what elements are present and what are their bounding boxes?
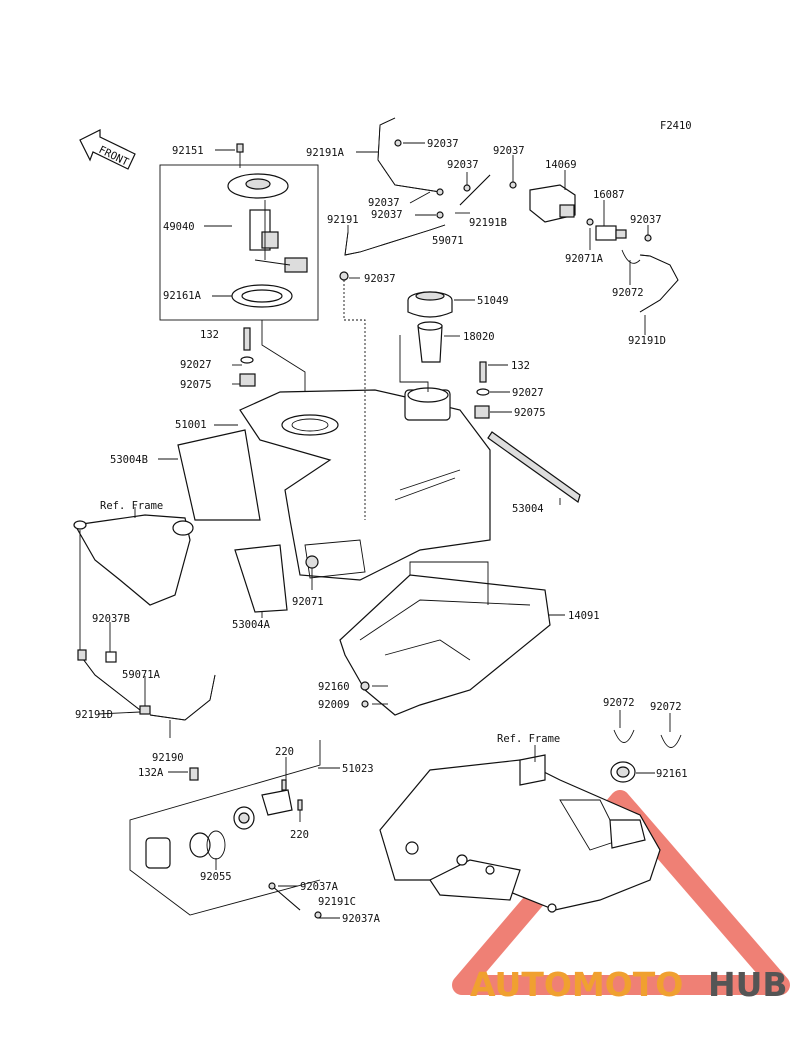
label-92072-top: 92072 bbox=[612, 287, 644, 299]
part-labels: 92151 49040 92161A 132 92027 92075 51001… bbox=[75, 138, 688, 925]
label-92009: 92009 bbox=[318, 699, 350, 711]
label-132-left: 132 bbox=[200, 329, 219, 341]
label-92071a: 92071A bbox=[565, 253, 604, 265]
label-92151: 92151 bbox=[172, 145, 204, 157]
label-92027-right: 92027 bbox=[512, 387, 544, 399]
label-92191d-top: 92191D bbox=[628, 335, 666, 347]
label-92037-d: 92037 bbox=[368, 197, 400, 209]
label-92037-e: 92037 bbox=[371, 209, 403, 221]
label-49040: 49040 bbox=[163, 221, 195, 233]
label-53004: 53004 bbox=[512, 503, 544, 515]
label-92037b: 92037B bbox=[92, 613, 130, 625]
side-panel-53004b bbox=[177, 429, 261, 521]
frame-left bbox=[73, 514, 194, 652]
label-51049: 51049 bbox=[477, 295, 509, 307]
label-92161a: 92161A bbox=[163, 290, 202, 302]
watermark-text-2: HUB bbox=[708, 965, 788, 1004]
label-51001: 51001 bbox=[175, 419, 207, 431]
label-92161: 92161 bbox=[656, 768, 688, 780]
label-51023: 51023 bbox=[342, 763, 374, 775]
label-132-right: 132 bbox=[511, 360, 530, 372]
label-92037a-top: 92037A bbox=[300, 881, 339, 893]
diagram-code: F2410 bbox=[660, 120, 692, 132]
label-92037-f: 92037 bbox=[630, 214, 662, 226]
label-92027-left: 92027 bbox=[180, 359, 212, 371]
fuel-pump-group bbox=[159, 143, 319, 321]
label-53004b: 53004B bbox=[110, 454, 148, 466]
label-92075-right: 92075 bbox=[514, 407, 546, 419]
label-92191a: 92191A bbox=[306, 147, 345, 159]
label-92191: 92191 bbox=[327, 214, 359, 226]
filter-18020 bbox=[417, 321, 443, 363]
label-92037-g: 92037 bbox=[364, 273, 396, 285]
label-92037-a: 92037 bbox=[427, 138, 459, 150]
label-53004a: 53004A bbox=[232, 619, 271, 631]
ref-frame-right: Ref. Frame bbox=[497, 733, 560, 745]
watermark-logo: AUTOMOTO HUB bbox=[470, 965, 788, 1004]
strip-53004 bbox=[487, 431, 581, 503]
label-92072-b: 92072 bbox=[650, 701, 682, 713]
label-59071: 59071 bbox=[432, 235, 464, 247]
vent-hoses bbox=[339, 117, 679, 313]
label-92191b: 92191B bbox=[469, 217, 507, 229]
side-panel-53004a bbox=[234, 544, 288, 613]
label-92160: 92160 bbox=[318, 681, 350, 693]
frame-right bbox=[379, 729, 682, 913]
label-220-bottom: 220 bbox=[290, 829, 309, 841]
label-14069: 14069 bbox=[545, 159, 577, 171]
label-132a: 132A bbox=[138, 767, 164, 779]
label-220-top: 220 bbox=[275, 746, 294, 758]
label-92191d-bottom: 92191D bbox=[75, 709, 113, 721]
label-92072-a: 92072 bbox=[603, 697, 635, 709]
label-92037a-bottom: 92037A bbox=[342, 913, 381, 925]
label-92037-c: 92037 bbox=[493, 145, 525, 157]
front-arrow-icon: FRONT bbox=[79, 129, 136, 170]
label-92071: 92071 bbox=[292, 596, 324, 608]
label-92191c: 92191C bbox=[318, 896, 356, 908]
label-59071a: 59071A bbox=[122, 669, 161, 681]
fuel-cap bbox=[407, 291, 453, 318]
ref-frame-left: Ref. Frame bbox=[100, 500, 163, 512]
label-18020: 18020 bbox=[463, 331, 495, 343]
tray-14091 bbox=[339, 574, 551, 716]
label-14091: 14091 bbox=[568, 610, 600, 622]
label-92055: 92055 bbox=[200, 871, 232, 883]
label-16087: 16087 bbox=[593, 189, 625, 201]
label-92190: 92190 bbox=[152, 752, 184, 764]
watermark-text-1: AUTOMOTO bbox=[470, 965, 683, 1004]
leader-lines bbox=[97, 142, 671, 919]
label-92037-b: 92037 bbox=[447, 159, 479, 171]
label-92075-left: 92075 bbox=[180, 379, 212, 391]
fuel-cock-group bbox=[129, 740, 322, 919]
